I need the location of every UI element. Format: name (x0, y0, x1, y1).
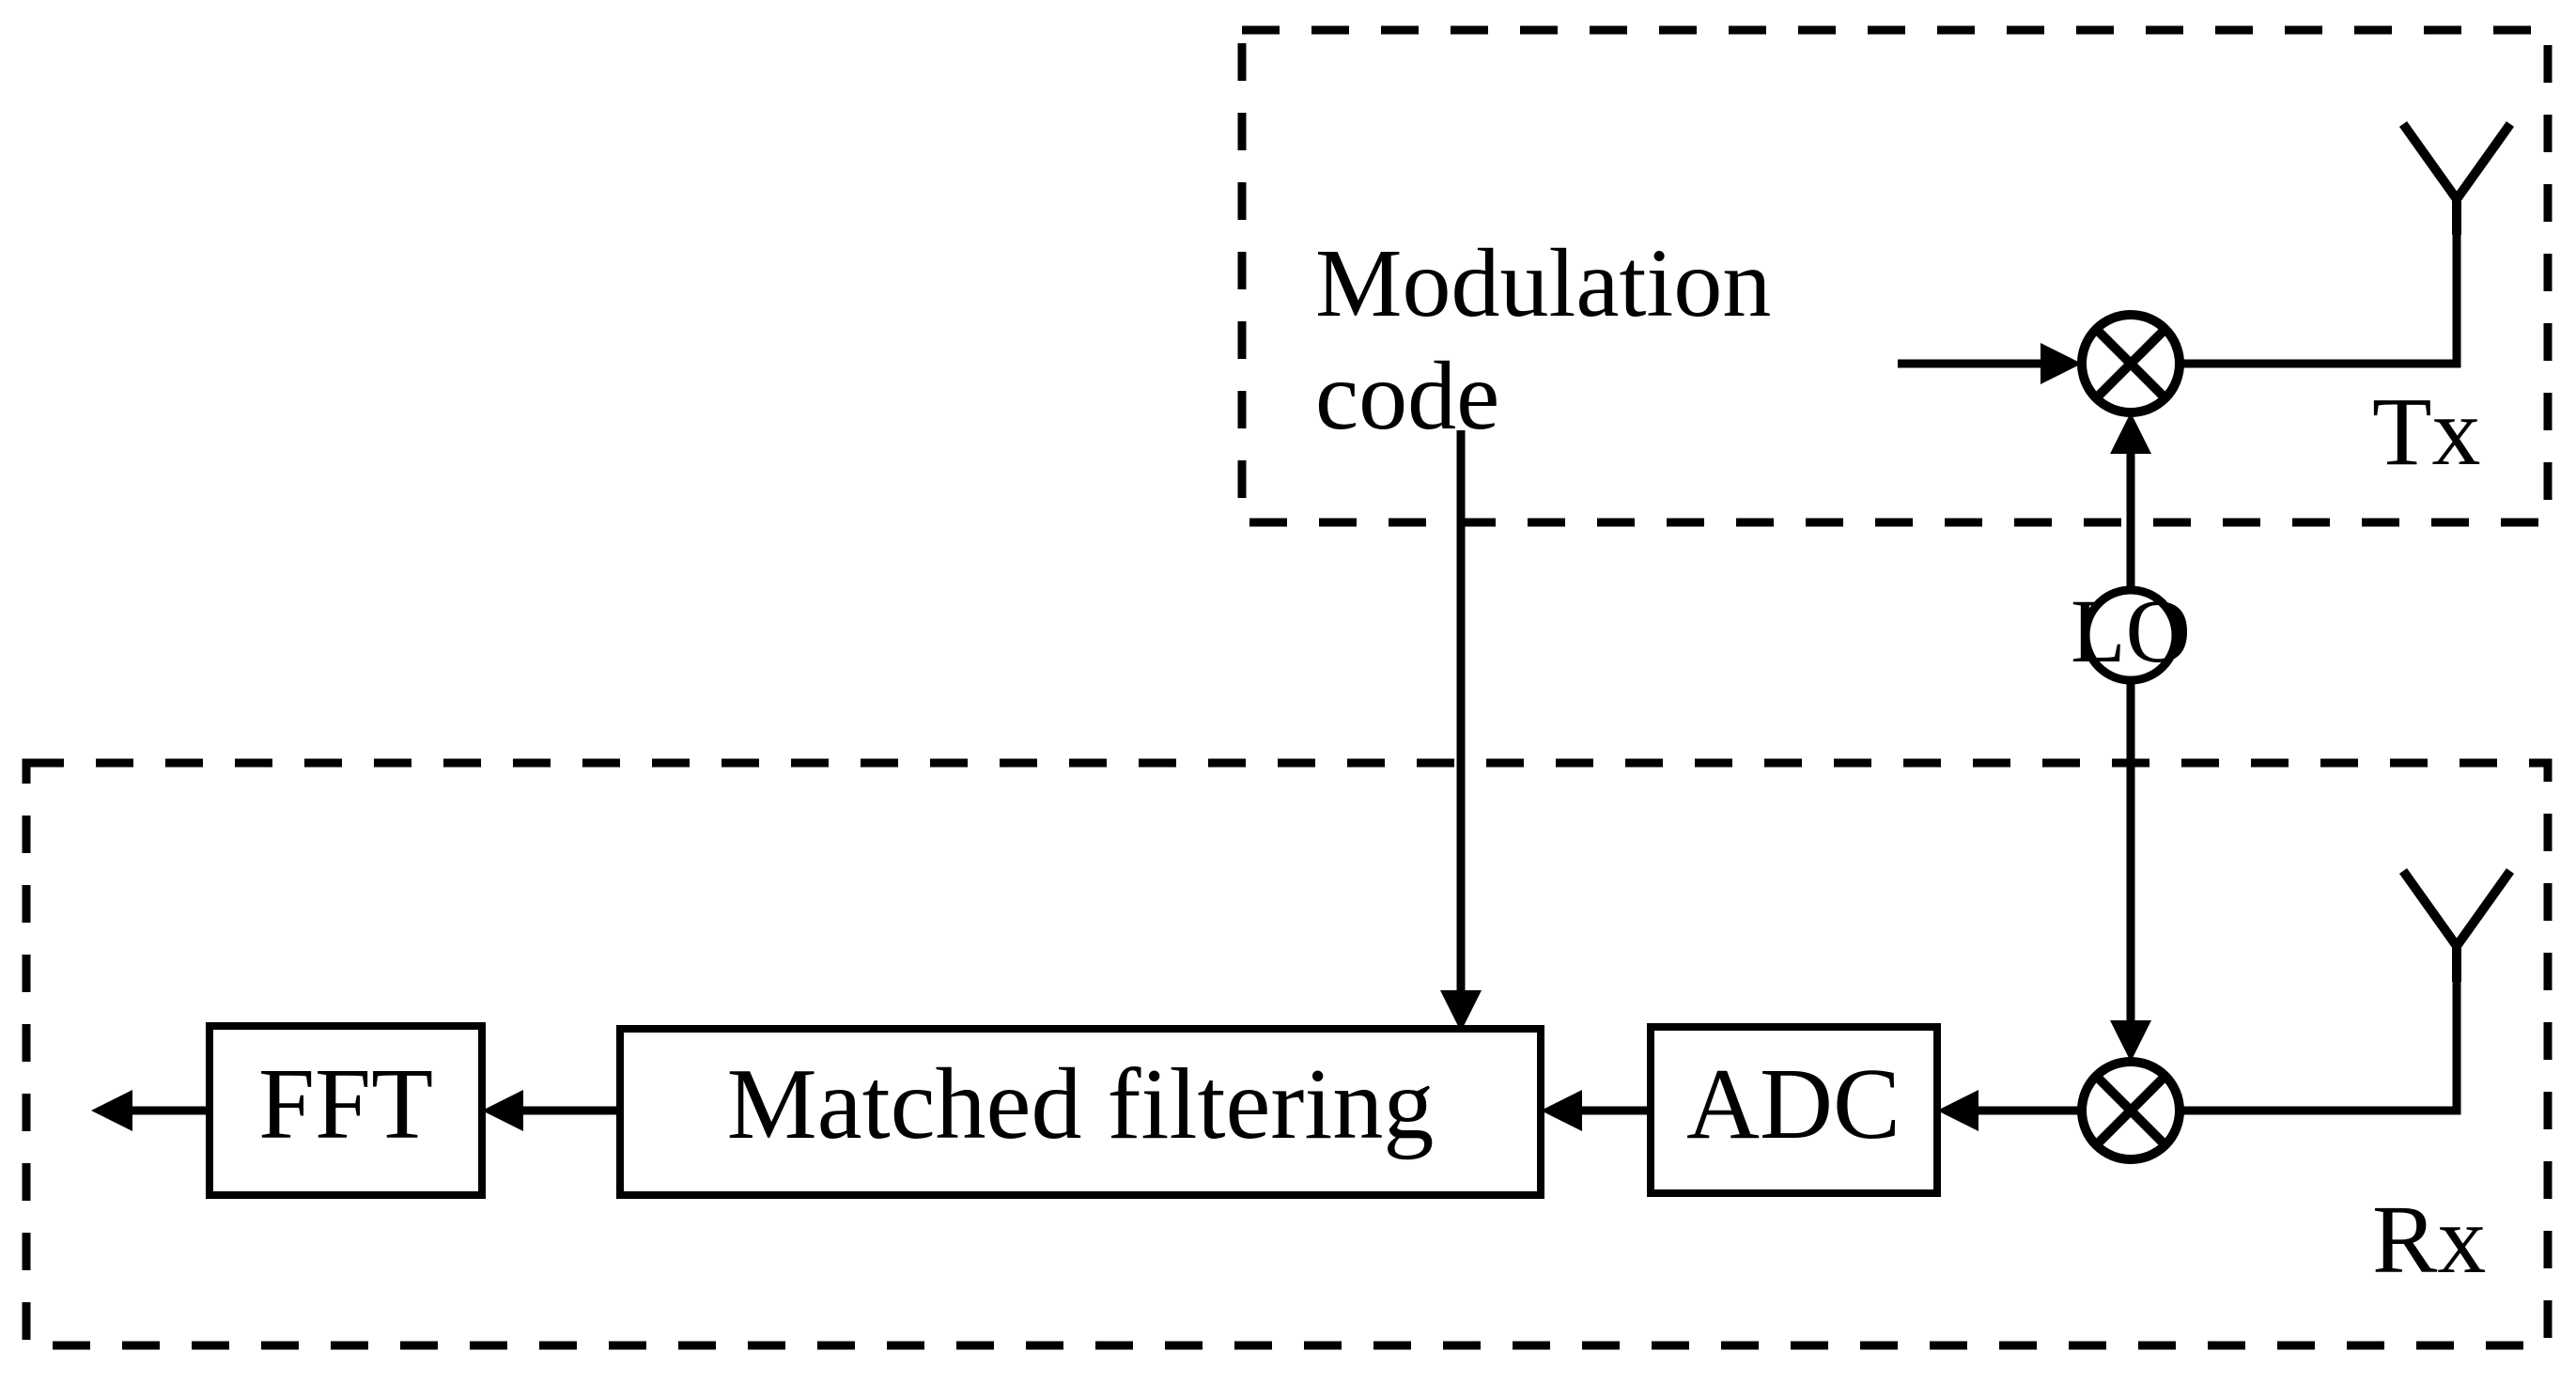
arrowhead-matched-filtering-top (1440, 990, 1482, 1032)
fft-block-label: FFT (258, 1049, 433, 1160)
wire-lo-to-tx-mixer (2110, 412, 2151, 591)
wire-adc-to-matched-filtering (1541, 1090, 1651, 1131)
local-oscillator: LO (2071, 581, 2191, 685)
fft-block: FFT (206, 1022, 486, 1199)
wire-lo-to-rx-mixer (2110, 680, 2151, 1062)
matched-filtering-block-label: Matched filtering (727, 1049, 1435, 1160)
arrowhead-fft-in (482, 1090, 523, 1131)
rx-antenna-icon (2398, 868, 2515, 982)
tx-mixer (2077, 310, 2184, 417)
wire-tx-mixer-to-antenna (2180, 235, 2461, 368)
rx-region-boundary (22, 758, 2553, 1350)
wire-rx-antenna-to-mixer (2180, 982, 2461, 1115)
adc-block: ADC (1647, 1023, 1941, 1197)
rx-region-label: Rx (2372, 1186, 2486, 1294)
wire-modcode-to-matched-filtering (1440, 430, 1482, 1032)
lo-label: LO (2071, 581, 2191, 681)
arrowhead-adc-in (1937, 1090, 1979, 1131)
adc-block-label: ADC (1686, 1049, 1901, 1160)
tx-region-boundary (1237, 25, 2553, 527)
wire-modcode-to-tx-mixer (1898, 343, 2082, 384)
wire-matched-filtering-to-fft (482, 1090, 620, 1131)
arrowhead-output (91, 1090, 132, 1131)
rx-mixer (2077, 1057, 2184, 1164)
arrowhead-tx-mixer-in (2041, 343, 2082, 384)
wire-rx-mixer-to-adc (1937, 1090, 2082, 1131)
wire-fft-to-output (91, 1090, 209, 1131)
arrowhead-rx-mixer-lo (2110, 1020, 2151, 1062)
arrowhead-matched-filtering-in (1541, 1090, 1582, 1131)
tx-antenna-icon (2398, 121, 2515, 235)
tx-region-label: Tx (2372, 378, 2481, 486)
matched-filtering-block: Matched filtering (616, 1025, 1544, 1199)
modulation-code-label-line1: Modulation (1315, 229, 1771, 337)
arrowhead-tx-mixer-lo (2110, 412, 2151, 454)
modulation-code-label-line2: code (1315, 342, 1499, 450)
